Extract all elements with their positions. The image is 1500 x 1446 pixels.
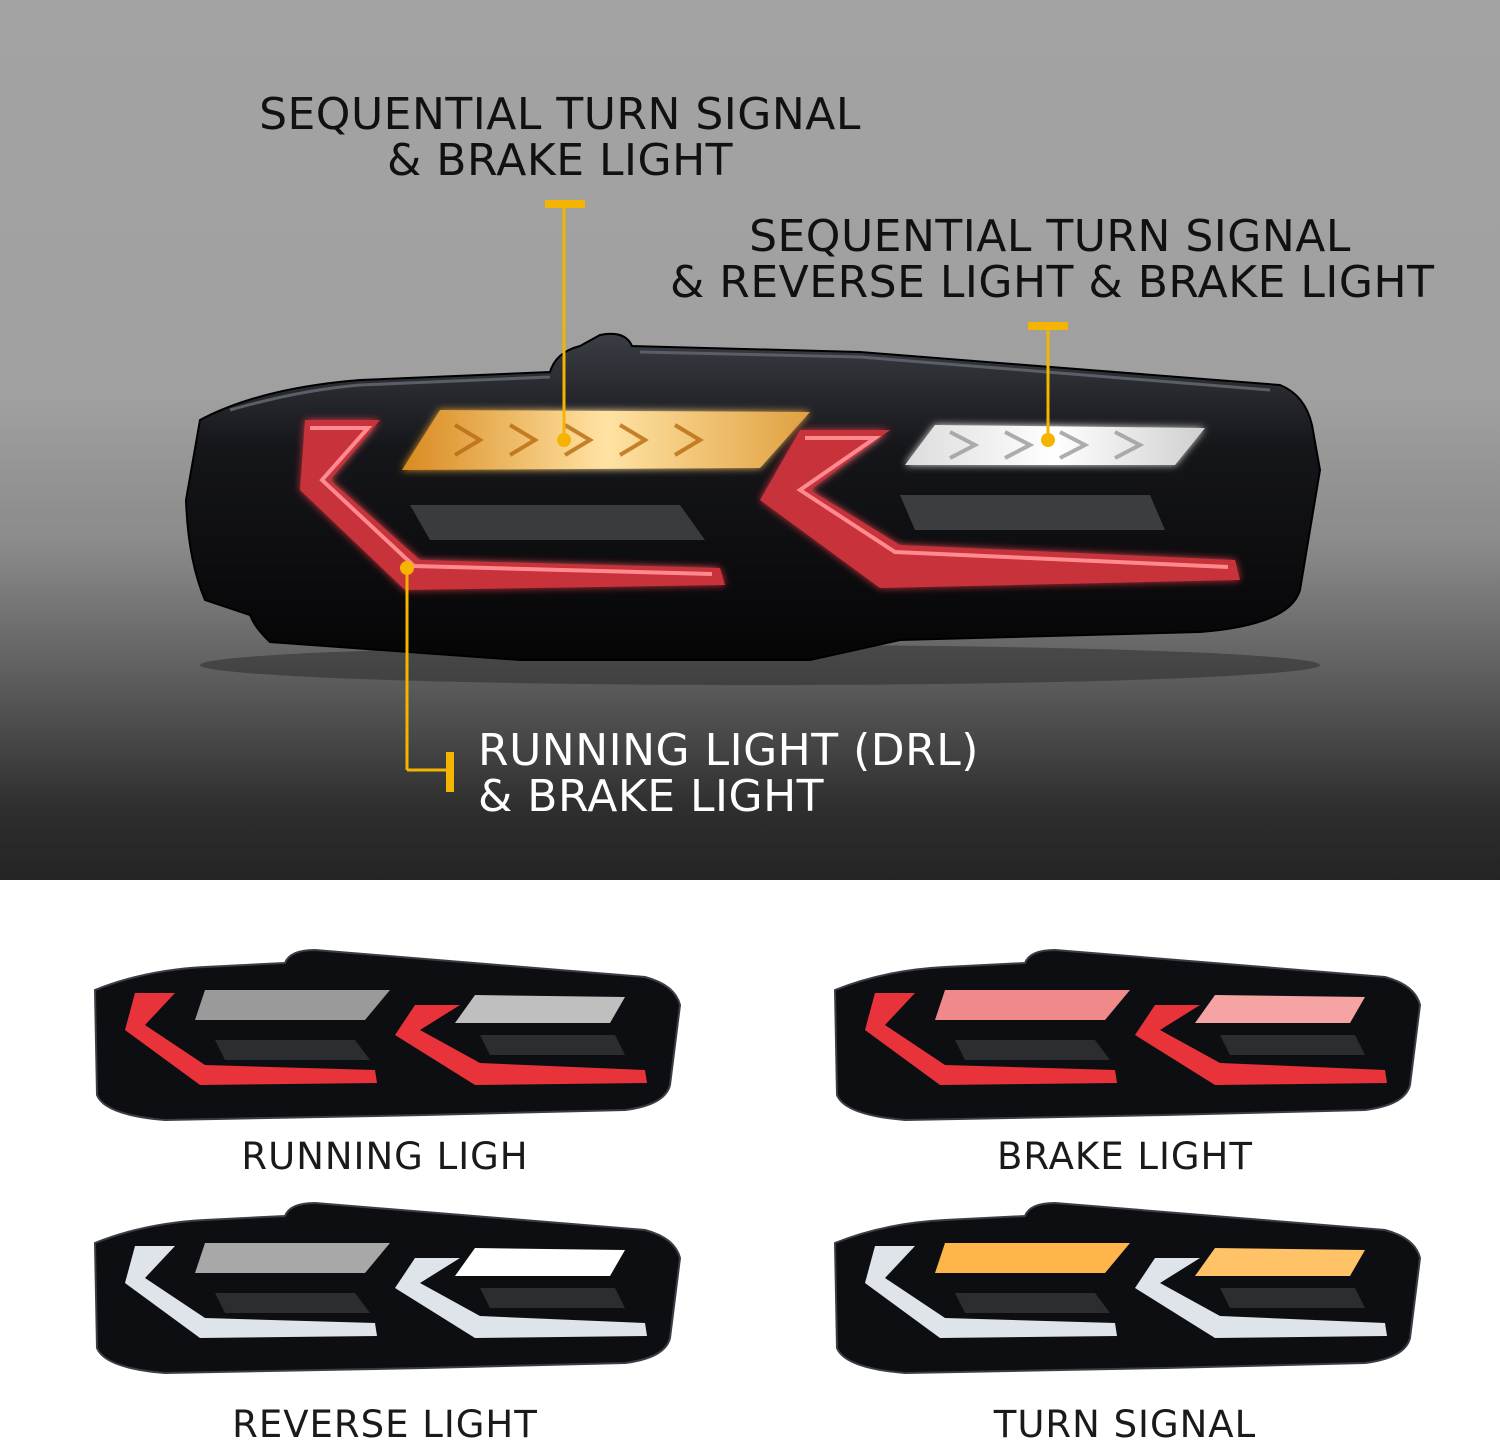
smoked-lens-right: [480, 1288, 625, 1308]
light-bar-left: [865, 1246, 1117, 1338]
light-bar-left: [125, 993, 377, 1085]
callout-label-line: & BRAKE LIGHT: [478, 771, 825, 822]
callout-leader-upper-left: [545, 200, 585, 447]
light-bar-left: [125, 1246, 377, 1338]
callout-label-line: SEQUENTIAL TURN SIGNAL: [749, 211, 1351, 262]
callout-label-line: & BRAKE LIGHT: [386, 135, 734, 186]
hero-panel: SEQUENTIAL TURN SIGNAL & BRAKE LIGHT SEQ…: [0, 0, 1500, 880]
smoked-lens-left: [955, 1040, 1110, 1060]
callout-label-line: RUNNING LIGHT (DRL): [478, 725, 979, 776]
smoked-lens-right: [1220, 1035, 1365, 1055]
upper-lens-left: [935, 990, 1130, 1020]
light-bar-left: [865, 993, 1117, 1085]
red-drl-bar-right: [760, 430, 1240, 588]
mode-caption-running-light: RUNNING LIGH: [241, 1135, 529, 1178]
light-bar-right: [395, 1005, 647, 1085]
smoked-lens-right: [480, 1035, 625, 1055]
smoked-lens-left: [215, 1293, 370, 1313]
smoked-lens-left: [955, 1293, 1110, 1313]
callout-label-line: SEQUENTIAL TURN SIGNAL: [259, 89, 861, 140]
mode-caption-turn-signal: TURN SIGNAL: [993, 1403, 1257, 1446]
mode-image-brake-light: [825, 945, 1425, 1135]
upper-lens-right: [1195, 1248, 1365, 1276]
mode-image-turn-signal: [825, 1198, 1425, 1388]
upper-lens-right: [1195, 995, 1365, 1023]
light-bar-right: [395, 1258, 647, 1338]
mode-caption-brake-light: BRAKE LIGHT: [997, 1135, 1253, 1178]
light-bar-right: [1135, 1258, 1387, 1338]
callout-label-upper-left: SEQUENTIAL TURN SIGNAL & BRAKE LIGHT: [255, 92, 865, 184]
callout-leader-upper-right: [1028, 322, 1068, 447]
callout-leader-lower: [400, 561, 454, 792]
callout-label-lower: RUNNING LIGHT (DRL) & BRAKE LIGHT: [478, 728, 1038, 820]
housing-highlight: [229, 350, 1271, 412]
callout-label-upper-right: SEQUENTIAL TURN SIGNAL & REVERSE LIGHT &…: [670, 211, 1435, 308]
white-led-chevrons: [949, 430, 1145, 460]
mode-image-reverse-light: [85, 1198, 685, 1388]
upper-lens-left: [195, 990, 390, 1020]
upper-lens-left: [195, 1243, 390, 1273]
amber-turn-lens: [402, 410, 810, 470]
smoked-lens-right: [1220, 1288, 1365, 1308]
red-drl-bar-left: [300, 420, 725, 590]
upper-lens-right: [455, 995, 625, 1023]
smoked-lens-left: [215, 1040, 370, 1060]
smoked-lower-lens-right: [900, 495, 1165, 530]
tail-light-assembly-image: [184, 200, 1322, 792]
callout-label-line: & REVERSE LIGHT & BRAKE LIGHT: [670, 257, 1435, 308]
upper-lens-right: [455, 1248, 625, 1276]
smoked-lower-lens-left: [410, 505, 705, 540]
light-bar-right: [1135, 1005, 1387, 1085]
upper-lens-left: [935, 1243, 1130, 1273]
amber-led-chevrons: [453, 423, 704, 457]
mode-image-running-light: [85, 945, 685, 1135]
white-reverse-lens: [905, 425, 1205, 465]
mode-caption-reverse-light: REVERSE LIGHT: [232, 1403, 538, 1446]
